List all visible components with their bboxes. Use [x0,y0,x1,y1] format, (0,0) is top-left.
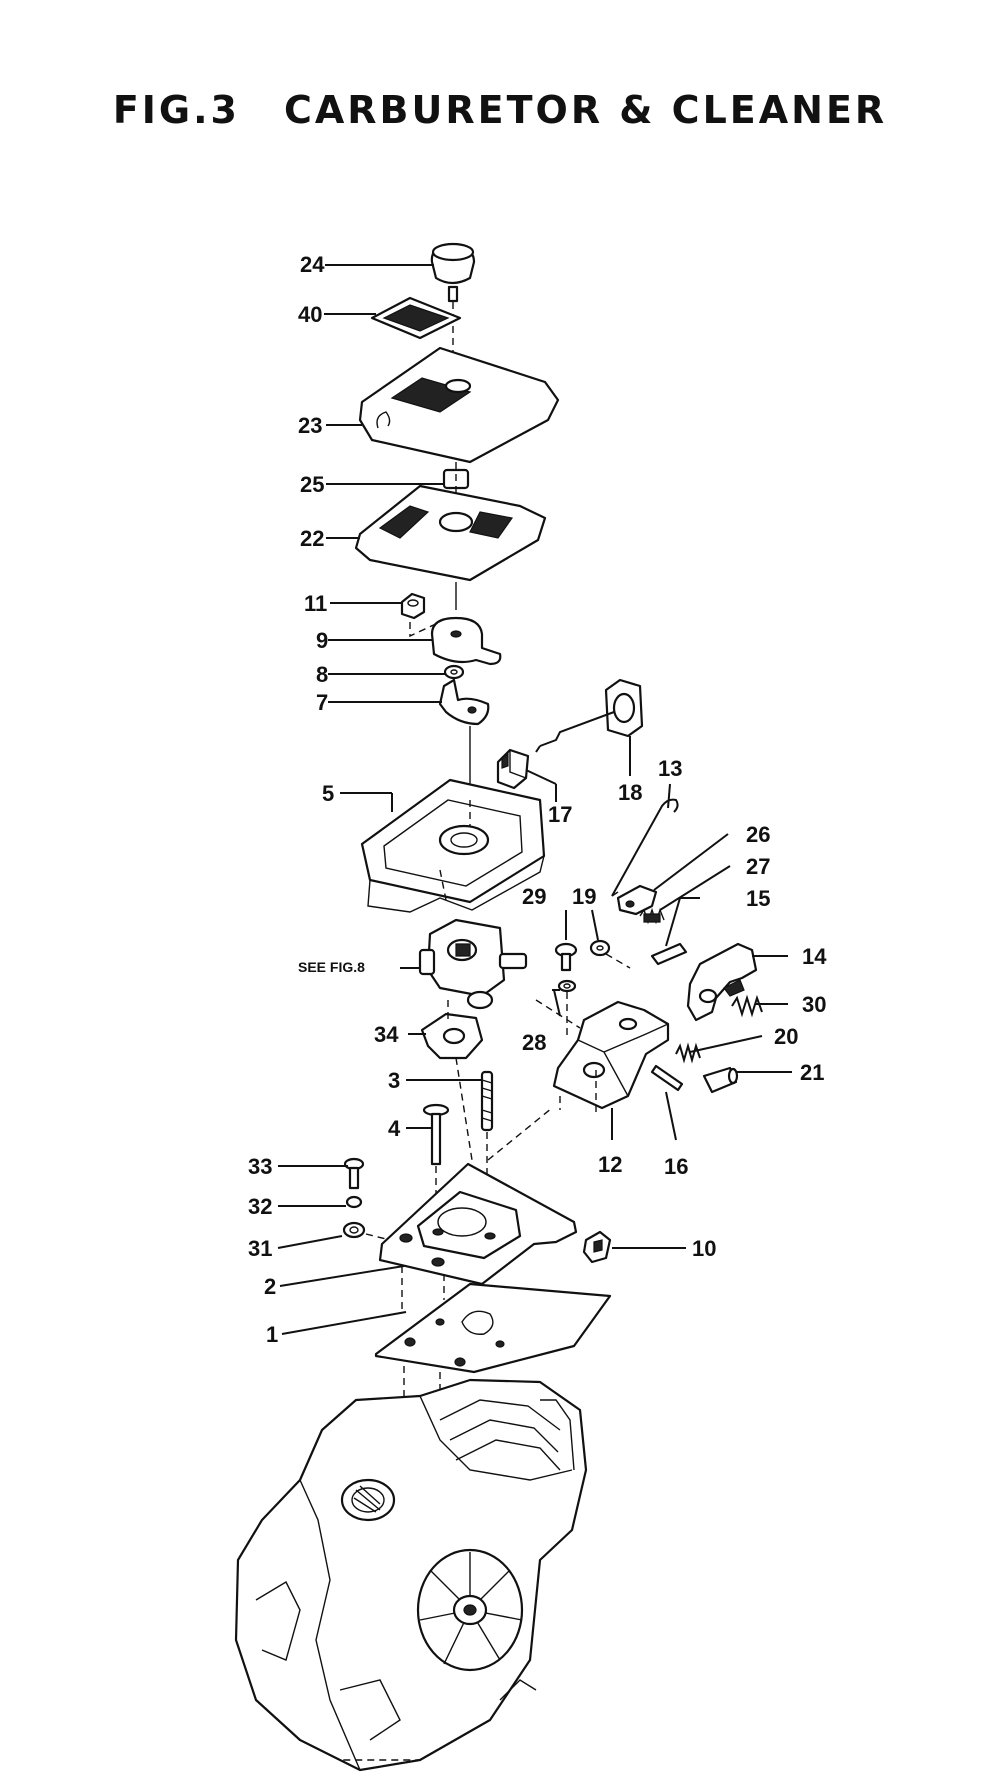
callout-24: 24 [300,252,325,277]
part-plate-7 [438,678,490,800]
part-choke-wire-13 [611,798,679,897]
part-screw-29 [554,942,578,972]
part-cleaner-case-5 [360,778,546,913]
part-washer-19 [589,939,631,969]
callout-1: 1 [266,1322,278,1347]
callout-40: 40 [298,302,322,327]
callout-15: 15 [746,886,770,911]
part-spring-30 [731,994,763,1018]
callout-13: 13 [658,756,682,781]
callout-29: 29 [522,884,546,909]
part-screw-33 [343,1157,365,1190]
part-throttle-housing-12 [552,1000,670,1110]
callout-25: 25 [300,472,324,497]
callout-17: 17 [548,802,572,827]
callout-16: 16 [664,1154,688,1179]
callout-labels: 24 40 23 25 22 11 9 8 7 5 17 18 13 26 27… [248,252,827,1347]
part-choke-rod-18 [535,678,644,753]
part-washer-32 [345,1195,363,1209]
part-washer-28 [557,979,577,1040]
callout-23: 23 [298,413,322,438]
figure-name: CARBURETOR & CLEANER [284,88,888,132]
callout-14: 14 [802,944,827,969]
callout-26: 26 [746,822,770,847]
part-filter-element-22 [354,484,547,610]
alignment-lines [447,800,597,1161]
callout-27: 27 [746,854,770,879]
part-throttle-trigger-14 [686,942,758,1022]
part-bracket-9 [430,616,502,666]
callout-19: 19 [572,884,596,909]
part-spring-27 [639,907,665,925]
leader-lines [277,264,792,1335]
callout-12: 12 [598,1152,622,1177]
callout-28: 28 [522,1030,546,1055]
callout-10: 10 [692,1236,716,1261]
part-crankcase [234,1378,588,1772]
callout-9: 9 [316,628,328,653]
figure-number: FIG.3 [112,88,240,132]
callout-4: 4 [388,1116,401,1141]
callout-3: 3 [388,1068,400,1093]
callout-33: 33 [248,1154,272,1179]
part-intake-plate-2 [378,1162,578,1286]
part-washer-8 [443,664,465,680]
part-grommet-17 [496,748,530,790]
callout-8: 8 [316,662,328,687]
callout-32: 32 [248,1194,272,1219]
part-pin-15 [650,942,688,966]
callout-31: 31 [248,1236,272,1261]
see-fig-8-reference: SEE FIG.8 [298,959,365,975]
part-clip-10 [582,1230,612,1264]
callout-18: 18 [618,780,642,805]
part-pin-21 [702,1066,739,1094]
callout-30: 30 [802,992,826,1017]
callout-22: 22 [300,526,324,551]
callout-20: 20 [774,1024,798,1049]
part-lever-26 [616,884,658,916]
callout-11: 11 [304,591,327,616]
part-spring-20 [675,1042,701,1064]
callout-21: 21 [800,1060,824,1085]
part-stud-3 [480,1070,494,1208]
callout-2: 2 [264,1274,276,1299]
part-cleaner-cover-23 [358,346,560,464]
part-nut-11 [400,592,441,638]
callout-34: 34 [374,1022,399,1047]
figure-title: FIG.3 CARBURETOR & CLEANER [0,88,1000,132]
part-label-plate-40 [370,296,462,340]
part-pin-16 [650,1064,684,1092]
part-insulator-gasket-34 [420,1012,484,1060]
callout-7: 7 [316,690,328,715]
part-carburetor [400,918,528,1010]
part-washer-31 [342,1221,391,1241]
callout-5: 5 [322,781,334,806]
